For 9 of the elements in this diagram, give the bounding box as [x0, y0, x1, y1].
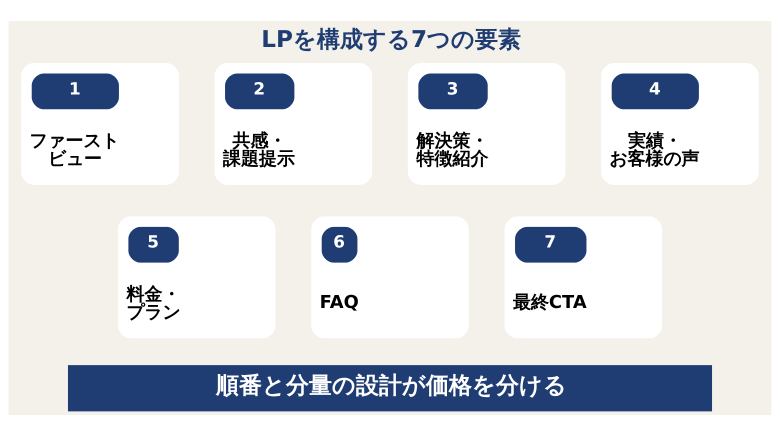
node-box: 順番と分量の設計が価格を分ける	[68, 364, 712, 411]
node-box: 6 FAQ	[311, 216, 469, 338]
node-box: 4 実績・お客様の声	[601, 62, 759, 184]
node-box: 7 最終CTA	[504, 216, 662, 338]
node-box: 2 共感・課題提示	[214, 62, 372, 184]
diagram-title: LPを構成する7つの要素	[261, 26, 522, 52]
node-box: 5 料金・プラン	[118, 216, 276, 338]
node-box: 3 解決策・特徴紹介	[408, 62, 566, 184]
node-box: 1 ファーストビュー	[21, 62, 179, 184]
